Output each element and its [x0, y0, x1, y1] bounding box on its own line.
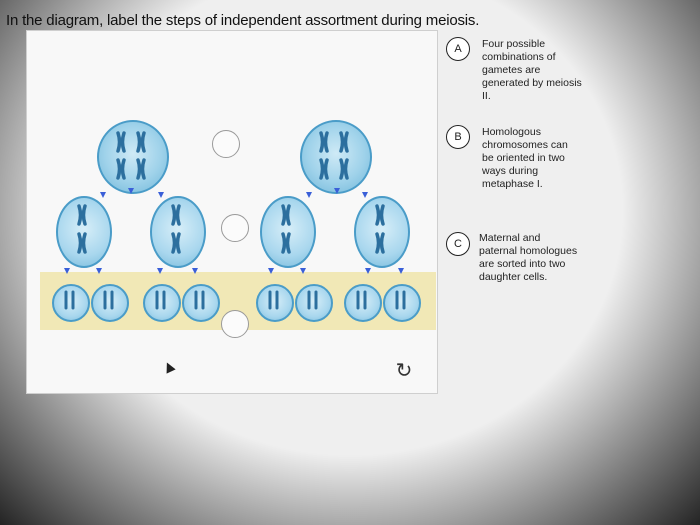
reset-icon[interactable]: ↻ — [395, 360, 413, 382]
gamete-cell-2 — [91, 284, 129, 322]
gamete-cell-8 — [383, 284, 421, 322]
option-a-text: Four possible combinations of gametes ar… — [482, 38, 582, 102]
gamete-cell-5 — [256, 284, 294, 322]
gamete-cell-7 — [344, 284, 382, 322]
label-target-3[interactable] — [221, 310, 249, 338]
parent-cell-right — [300, 120, 372, 194]
gamete-cell-1 — [52, 284, 90, 322]
label-target-1[interactable] — [212, 130, 240, 158]
option-b-text: Homologous chromosomes can be oriented i… — [482, 126, 568, 190]
gamete-cell-4 — [182, 284, 220, 322]
option-b-badge[interactable]: B — [446, 125, 470, 149]
question-title: In the diagram, label the steps of indep… — [6, 12, 480, 29]
option-c-badge[interactable]: C — [446, 232, 470, 256]
parent-cell-left — [97, 120, 169, 194]
option-c-text: Maternal and paternal homologues are sor… — [479, 232, 578, 283]
gamete-cell-3 — [143, 284, 181, 322]
label-target-2[interactable] — [221, 214, 249, 242]
gamete-cell-6 — [295, 284, 333, 322]
option-a-badge[interactable]: A — [446, 37, 470, 61]
